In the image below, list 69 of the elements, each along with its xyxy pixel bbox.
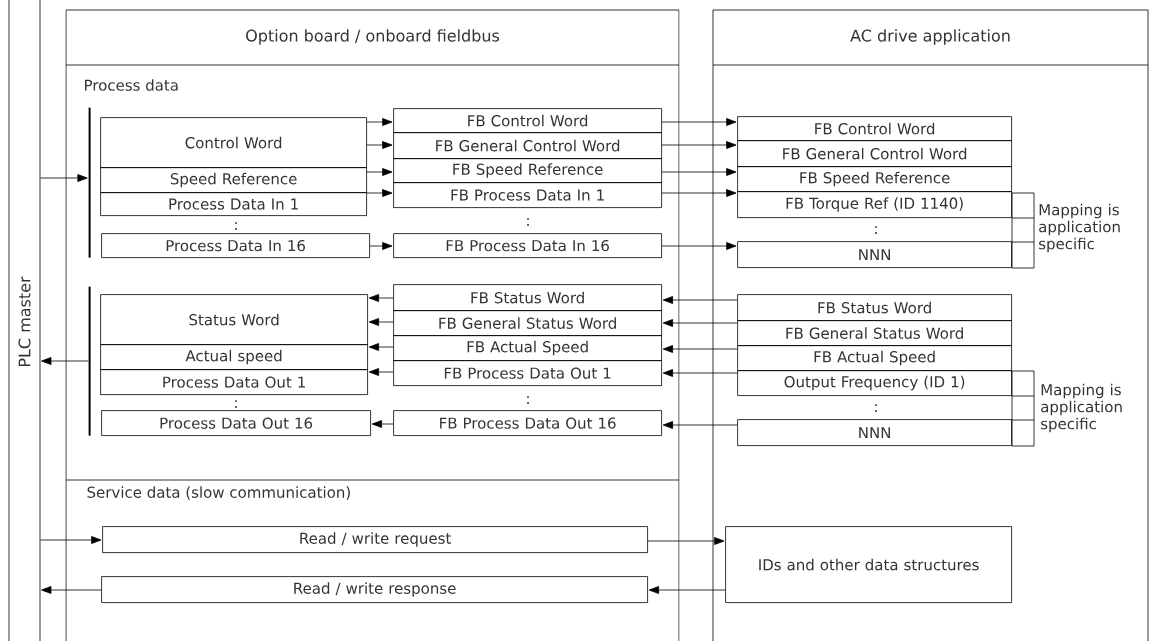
ellipsis: : [875,226,877,234]
arrow [368,294,394,302]
data-box: Speed Reference [100,167,367,193]
arrow [661,118,737,126]
data-box: FB Control Word [737,116,1012,141]
data-box: NNN [737,241,1012,268]
arrow [371,420,394,428]
data-box: FB Process Data In 1 [393,182,662,208]
data-box: FB Speed Reference [737,166,1012,192]
arrow [662,345,738,353]
arrow [661,168,737,176]
data-box: FB Process Data Out 16 [393,410,662,436]
arrow [661,242,737,250]
data-box: Read / write request [102,526,648,553]
bus-bar [88,286,91,436]
data-box: Output Frequency (ID 1) [737,370,1012,396]
ellipsis: : [235,222,237,230]
ellipsis: : [235,400,237,408]
arrow [662,319,738,327]
data-box: FB Control Word [393,108,662,133]
ellipsis: : [527,396,529,404]
data-box: FB Actual Speed [737,345,1012,371]
data-box: FB General Control Word [393,132,662,159]
arrow [366,118,393,126]
ellipsis: : [875,404,877,412]
mapping-note: Mapping is application specific [1039,203,1120,253]
section-label: Process data [85,79,178,91]
arrow [41,586,102,594]
ellipsis: : [527,218,529,226]
arrow [368,343,394,351]
mapping-note: Mapping is application specific [1041,383,1122,433]
arrow [366,189,393,197]
data-box: FB Status Word [393,284,662,311]
data-box: NNN [737,419,1012,446]
arrow [662,296,738,304]
data-box: Process Data In 16 [101,233,370,258]
arrow [368,318,394,326]
data-box: FB General Status Word [393,310,662,336]
data-box: FB Process Data In 16 [393,233,662,258]
data-box: IDs and other data structures [725,526,1012,603]
arrow [40,174,88,182]
data-box: Control Word [100,117,367,168]
data-box: Process Data Out 16 [101,410,371,436]
data-box: Actual speed [100,344,368,370]
arrow [40,536,102,544]
data-box: FB General Status Word [737,320,1012,346]
data-box: FB Process Data Out 1 [393,360,662,386]
arrow [647,537,725,545]
data-box: FB General Control Word [737,140,1012,167]
data-box: Process Data Out 1 [100,369,368,395]
arrow [661,189,737,197]
arrow [366,141,393,149]
data-box: Status Word [100,294,368,345]
section-label: Service data (slow communication) [87,486,350,500]
data-box: Process Data In 1 [100,192,367,216]
data-box: FB Status Word [737,294,1012,321]
data-box: Read / write response [101,576,648,603]
arrow [368,368,394,376]
arrow [366,168,393,176]
data-box: FB Speed Reference [393,158,662,183]
arrow [369,242,393,250]
arrow [41,357,89,365]
data-box: FB Actual Speed [393,335,662,361]
arrow [661,141,737,149]
column-box: PLC master [8,0,41,641]
arrow [662,421,738,429]
data-box: FB Torque Ref (ID 1140) [737,191,1012,218]
arrow [662,369,738,377]
arrow [648,586,726,594]
